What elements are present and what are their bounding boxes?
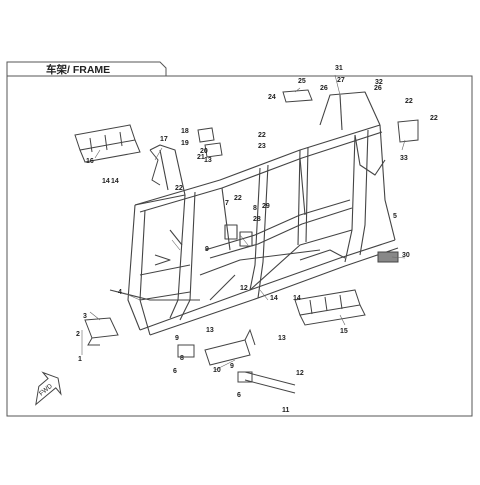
top-plate (282, 89, 313, 103)
lower-crossbar (244, 371, 296, 394)
callout-7: 7 (225, 200, 229, 207)
callout-27: 27 (337, 77, 345, 84)
callout-14d: 14 (293, 295, 301, 302)
callout-13b: 13 (278, 335, 286, 342)
callout-8b: 8 (253, 205, 257, 212)
callout-6: 6 (173, 368, 177, 375)
callout-33: 33 (400, 155, 408, 162)
curved-bracket (149, 149, 161, 186)
callout-31: 31 (335, 65, 343, 72)
callout-22c: 22 (405, 98, 413, 105)
callout-12: 12 (240, 285, 248, 292)
callout-22e: 22 (234, 195, 242, 202)
clip-bracket (197, 127, 223, 158)
callout-9b: 9 (230, 363, 234, 370)
small-mount-a (177, 344, 195, 358)
callout-18: 18 (181, 128, 189, 135)
front-footrest-bracket (294, 289, 366, 326)
callout-26: 26 (320, 85, 328, 92)
small-mount-b (237, 371, 253, 383)
rear-footrest-bracket (74, 124, 141, 163)
callout-22: 22 (175, 185, 183, 192)
callout-1: 1 (78, 356, 82, 363)
diagram-border (6, 75, 473, 417)
callout-22d: 22 (430, 115, 438, 122)
callout-9c: 9 (205, 246, 209, 253)
callout-29: 29 (262, 203, 270, 210)
rubber-block (377, 251, 399, 263)
forward-arrow-icon: FWD (35, 371, 62, 406)
callout-13: 13 (206, 327, 214, 334)
leader-lines (81, 74, 406, 371)
callout-2: 2 (76, 331, 80, 338)
callout-25: 25 (298, 78, 306, 85)
callout-5: 5 (393, 213, 397, 220)
callout-32: 32 (375, 79, 383, 86)
callout-15: 15 (340, 328, 348, 335)
callout-10: 10 (213, 367, 221, 374)
callout-17: 17 (160, 136, 168, 143)
side-bracket (397, 119, 419, 143)
callout-19: 19 (181, 140, 189, 147)
callout-8: 8 (180, 355, 184, 362)
callout-24: 24 (268, 94, 276, 101)
callout-9: 9 (175, 335, 179, 342)
callout-20: 20 (200, 148, 208, 155)
title-tab (6, 61, 167, 76)
callout-30: 30 (402, 252, 410, 259)
callout-11: 11 (282, 407, 290, 414)
callout-23: 23 (258, 143, 266, 150)
callout-6b: 6 (237, 392, 241, 399)
callout-14c: 14 (270, 295, 278, 302)
callout-22b: 22 (258, 132, 266, 139)
lower-arm-bracket (204, 328, 256, 366)
callout-28: 28 (253, 216, 261, 223)
callout-21: 21 (197, 154, 205, 161)
callout-13c: 13 (204, 157, 212, 164)
left-bracket (84, 317, 119, 346)
callout-16: 16 (86, 158, 94, 165)
diagram-title: 车架/ FRAME (46, 64, 111, 76)
callout-12b: 12 (296, 370, 304, 377)
callout-4: 4 (118, 289, 122, 296)
callout-labels: 1 2 3 4 5 6 6 7 8 8 9 9 9 10 11 12 12 13… (76, 65, 438, 414)
main-frame (109, 91, 399, 336)
callout-26b: 26 (374, 85, 382, 92)
callout-14b: 14 (111, 178, 119, 185)
callout-14: 14 (102, 178, 110, 185)
callout-3: 3 (83, 313, 87, 320)
